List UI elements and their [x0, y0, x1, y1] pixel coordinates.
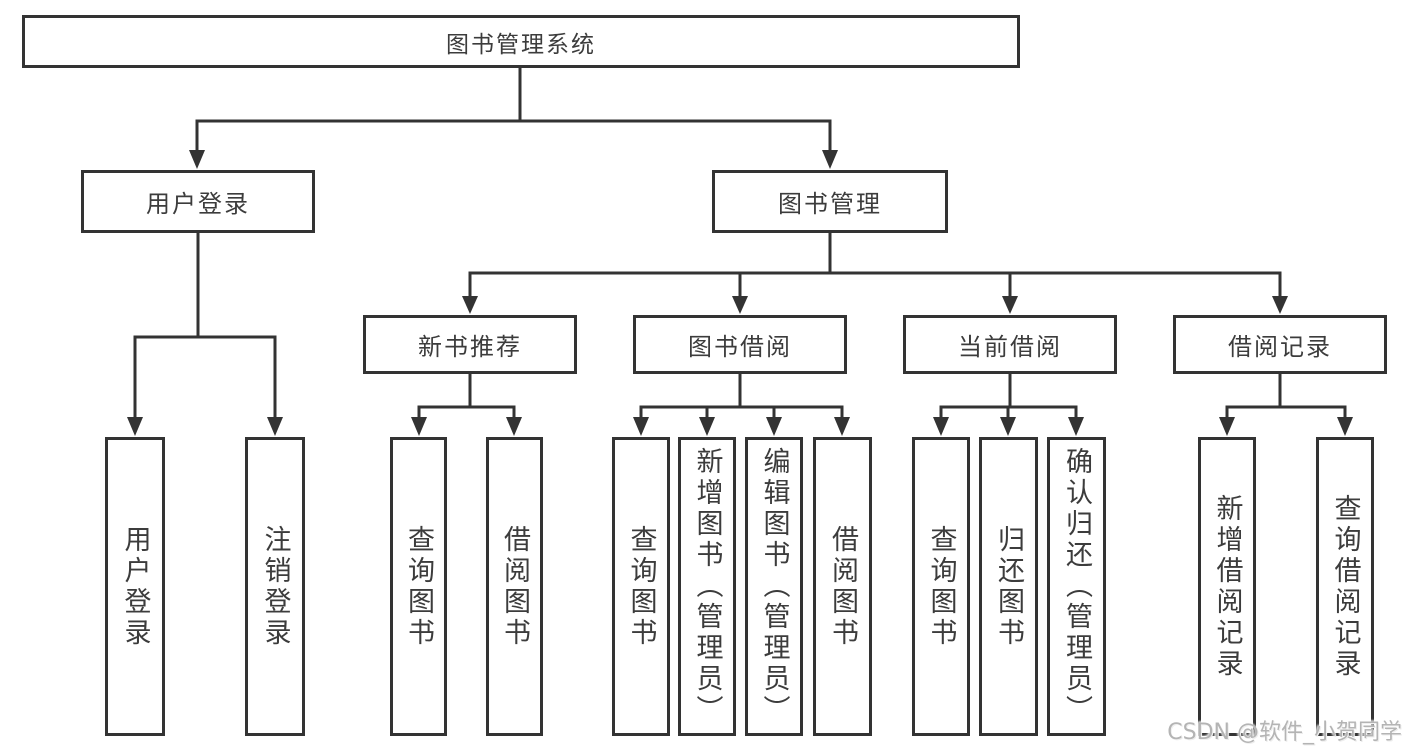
leaf-add-borrow-record-label: 新增借阅记录 — [1211, 493, 1243, 680]
node-current-borrowing: 当前借阅 — [903, 315, 1117, 374]
leaf-confirm-return-admin-label: 确认归还（管理员） — [1061, 447, 1092, 726]
leaf-add-book-admin-label: 新增图书（管理员） — [691, 447, 723, 726]
leaf-query-books-borrowing-label: 查询图书 — [625, 524, 657, 649]
node-book-management: 图书管理 — [712, 170, 948, 233]
leaf-query-books-recommend: 查询图书 — [390, 437, 447, 736]
node-borrow-records-label: 借阅记录 — [1228, 333, 1332, 361]
leaf-logout-login: 注销登录 — [245, 437, 305, 736]
watermark: CSDN @软件_小贺同学 — [1167, 720, 1402, 745]
node-new-book-recommend-label: 新书推荐 — [418, 333, 522, 361]
node-borrow-records: 借阅记录 — [1173, 315, 1387, 374]
leaf-add-borrow-record: 新增借阅记录 — [1198, 437, 1256, 736]
node-library-system-label: 图书管理系统 — [446, 31, 596, 58]
leaf-query-books-borrowing: 查询图书 — [612, 437, 670, 736]
arrowhead-group — [127, 150, 1353, 436]
node-book-borrowing-label: 图书借阅 — [688, 333, 792, 361]
leaf-edit-book-admin-label: 编辑图书（管理员） — [758, 447, 790, 726]
node-current-borrowing-label: 当前借阅 — [958, 333, 1062, 361]
node-book-management-label: 图书管理 — [778, 190, 882, 218]
leaf-borrow-books-recommend-label: 借阅图书 — [499, 524, 530, 649]
leaf-borrow-books-recommend: 借阅图书 — [486, 437, 543, 736]
leaf-query-books-current-label: 查询图书 — [925, 524, 957, 649]
leaf-user-login: 用户登录 — [105, 437, 165, 736]
node-library-system: 图书管理系统 — [22, 15, 1020, 68]
leaf-borrow-books-borrowing-label: 借阅图书 — [827, 524, 858, 649]
leaf-return-books-label: 归还图书 — [993, 524, 1024, 649]
leaf-query-books-current: 查询图书 — [912, 437, 970, 736]
leaf-logout-login-label: 注销登录 — [259, 524, 291, 649]
leaf-user-login-label: 用户登录 — [119, 524, 151, 649]
node-book-borrowing: 图书借阅 — [633, 315, 847, 374]
node-user-login: 用户登录 — [81, 170, 315, 233]
leaf-query-borrow-record-label: 查询借阅记录 — [1329, 493, 1361, 680]
node-new-book-recommend: 新书推荐 — [363, 315, 577, 374]
leaf-edit-book-admin: 编辑图书（管理员） — [745, 437, 803, 736]
leaf-query-books-recommend-label: 查询图书 — [403, 524, 434, 649]
leaf-confirm-return-admin: 确认归还（管理员） — [1047, 437, 1106, 736]
node-user-login-label: 用户登录 — [146, 190, 250, 218]
leaf-borrow-books-borrowing: 借阅图书 — [813, 437, 872, 736]
leaf-query-borrow-record: 查询借阅记录 — [1316, 437, 1374, 736]
leaf-return-books: 归还图书 — [979, 437, 1038, 736]
leaf-add-book-admin: 新增图书（管理员） — [678, 437, 736, 736]
